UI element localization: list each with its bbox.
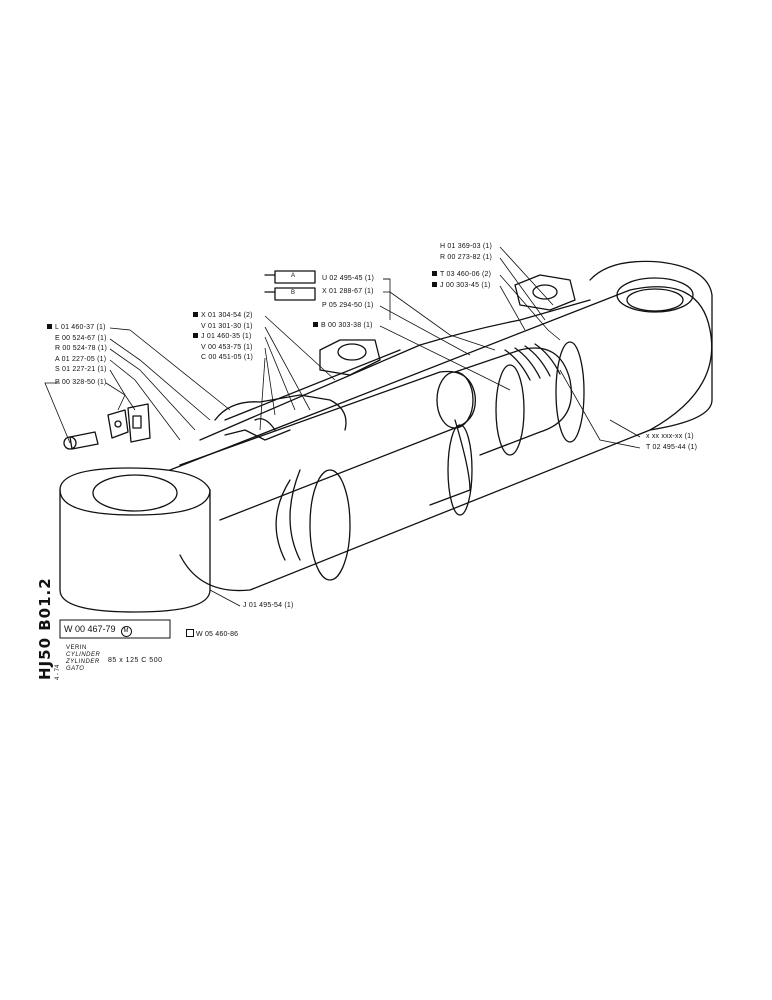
label-p00328: P 00 328-50 (1): [55, 379, 107, 386]
part-number: W 00 467-79: [64, 624, 116, 634]
label-p05294: P 05 294-50 (1): [322, 302, 374, 309]
label-v01301: V 01 301-30 (1): [201, 323, 253, 330]
gland-housing: [214, 394, 347, 431]
label-x01304: X 01 304-54 (2): [193, 312, 253, 320]
label-x01288: X 01 288-67 (1): [322, 288, 374, 295]
name-es: GATO: [66, 666, 85, 672]
piston-rod: [179, 370, 476, 521]
cylinder-barrel: [169, 286, 713, 592]
name-fr: VERIN: [66, 645, 87, 651]
label-a01227: A 01 227-05 (1): [55, 356, 107, 363]
plate: [127, 403, 151, 443]
name-de: ZYLINDER: [66, 659, 100, 665]
label-t03460: T 03 460-06 (2): [432, 271, 491, 279]
doc-date: 4 - 74: [55, 664, 61, 680]
label-c00451: C 00 451-05 (1): [201, 354, 254, 361]
label-j00303: J 00 303-45 (1): [432, 282, 490, 290]
port-front: [319, 339, 381, 376]
front-eye: [59, 467, 211, 613]
consumable-marker-icon: [47, 324, 52, 329]
bolt: [69, 431, 99, 450]
label-r00524: R 00 524-78 (1): [55, 345, 108, 352]
consumable-marker-icon: [432, 282, 437, 287]
rear-eye-hole: [616, 277, 694, 313]
label-u02495: U 02 495-45 (1): [322, 275, 375, 282]
consumable-marker-icon: [313, 322, 318, 327]
front-eye-hole: [92, 474, 178, 512]
plug-a-outline: [264, 270, 316, 284]
label-j01460: J 01 460-35 (1): [193, 333, 251, 341]
label-r00273: R 00 273-82 (1): [440, 254, 493, 261]
consumable-marker-icon: [193, 312, 198, 317]
checkbox-icon: [186, 629, 194, 637]
plug-b-outline: [264, 287, 316, 301]
port-rear: [514, 274, 576, 311]
name-en: CYLINDER: [66, 652, 101, 658]
label-t02495: T 02 495-44 (1): [646, 444, 698, 451]
part-number-row: W 00 467-79 M: [64, 624, 132, 637]
consumable-marker-icon: [432, 271, 437, 276]
m-mark-icon: M: [120, 626, 132, 637]
doc-code: HJ50 B01.2: [36, 577, 54, 680]
label-e00524: E 00 524-67 (1): [55, 335, 107, 342]
plug-b-label: B: [291, 290, 296, 296]
rear-eye: [589, 260, 713, 431]
label-l01460: L 01 460-37 (1): [47, 324, 106, 332]
plug-a-label: A: [291, 273, 296, 279]
consumable-marker-icon: [193, 333, 198, 338]
option-part: W 05 460-86: [186, 629, 238, 639]
label-b00303: B 00 303-38 (1): [313, 322, 373, 330]
label-v00453: V 00 453-75 (1): [201, 344, 253, 351]
washer: [107, 409, 129, 439]
label-h01369: H 01 369-03 (1): [440, 243, 493, 250]
label-xxx: x xx xxx-xx (1): [646, 433, 694, 440]
label-s01227: S 01 227-21 (1): [55, 366, 107, 373]
label-j01495: J 01 495-54 (1): [243, 602, 294, 609]
dimensions: 85 x 125 C 500: [108, 657, 163, 664]
